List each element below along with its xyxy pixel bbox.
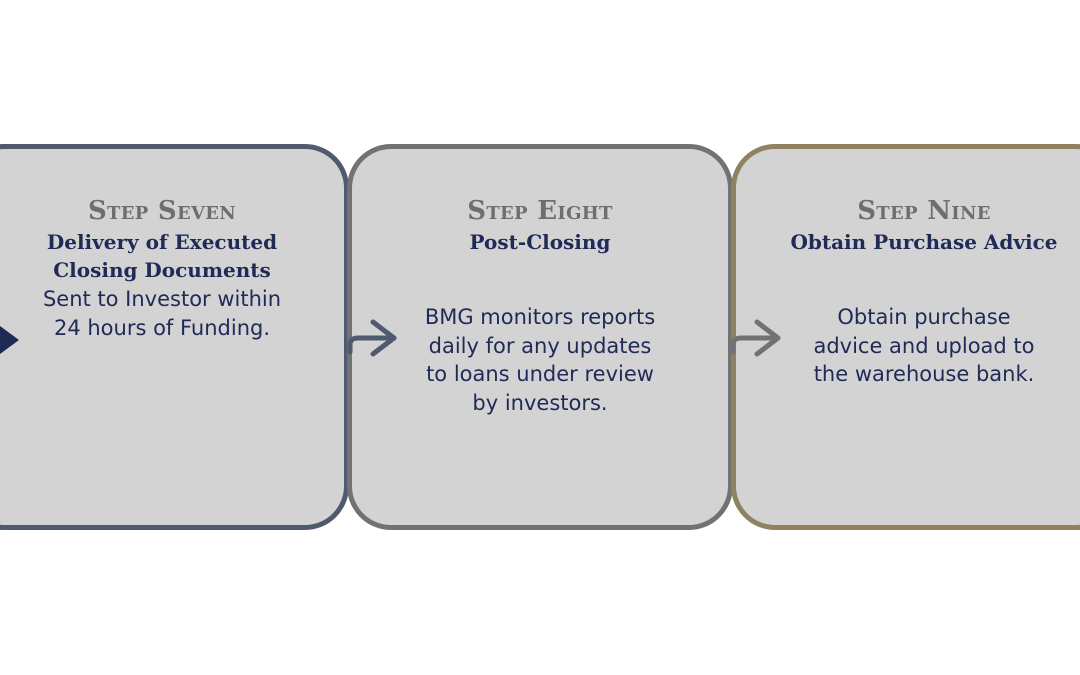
step-eight-description-line: by investors. [472,390,608,415]
step-eight-description-line: daily for any updates [428,333,652,358]
step-nine-description-line: Obtain purchase [837,305,1011,329]
step-nine-description: Obtain purchase advice and upload to the… [784,303,1064,389]
step-nine-title: Step Nine [857,196,991,226]
step-seven-description-line: Sent to Investor within [42,287,282,311]
step-seven-description: Sent to Investor within 24 hours of Fund… [22,285,302,342]
step-seven-card [0,144,349,530]
step-eight-title: Step Eight [467,196,613,226]
step-nine-card [731,144,1080,530]
step-eight-subtitle: Post-Closing [400,228,680,256]
step-nine-subtitle-line: Obtain Purchase Advice [790,230,1058,254]
step-seven-subtitle: Delivery of Executed Closing Documents [22,228,302,284]
step-eight-description-line: to loans under review [426,362,654,386]
step-nine-subtitle: Obtain Purchase Advice [784,228,1064,256]
step-seven-subtitle-line: Closing Documents [53,258,271,282]
step-seven-content: Step Seven Delivery of Executed Closing … [22,194,302,342]
step-seven-title: Step Seven [87,196,237,226]
step-nine-description-line: advice and upload to [813,333,1035,358]
step-nine-content: Step Nine Obtain Purchase Advice Obtain … [784,194,1064,389]
step-eight-card [347,144,733,530]
step-eight-description: BMG monitors reports daily for any updat… [400,303,680,417]
step-eight-subtitle-line: Post-Closing [469,230,611,254]
step-seven-description-line: 24 hours of Funding. [53,315,271,340]
step-seven-subtitle-line: Delivery of Executed [46,230,278,254]
step-nine-description-line: the warehouse bank. [813,362,1035,386]
step-eight-content: Step Eight Post-Closing BMG monitors rep… [400,194,680,417]
step-eight-description-line: BMG monitors reports [424,305,656,329]
